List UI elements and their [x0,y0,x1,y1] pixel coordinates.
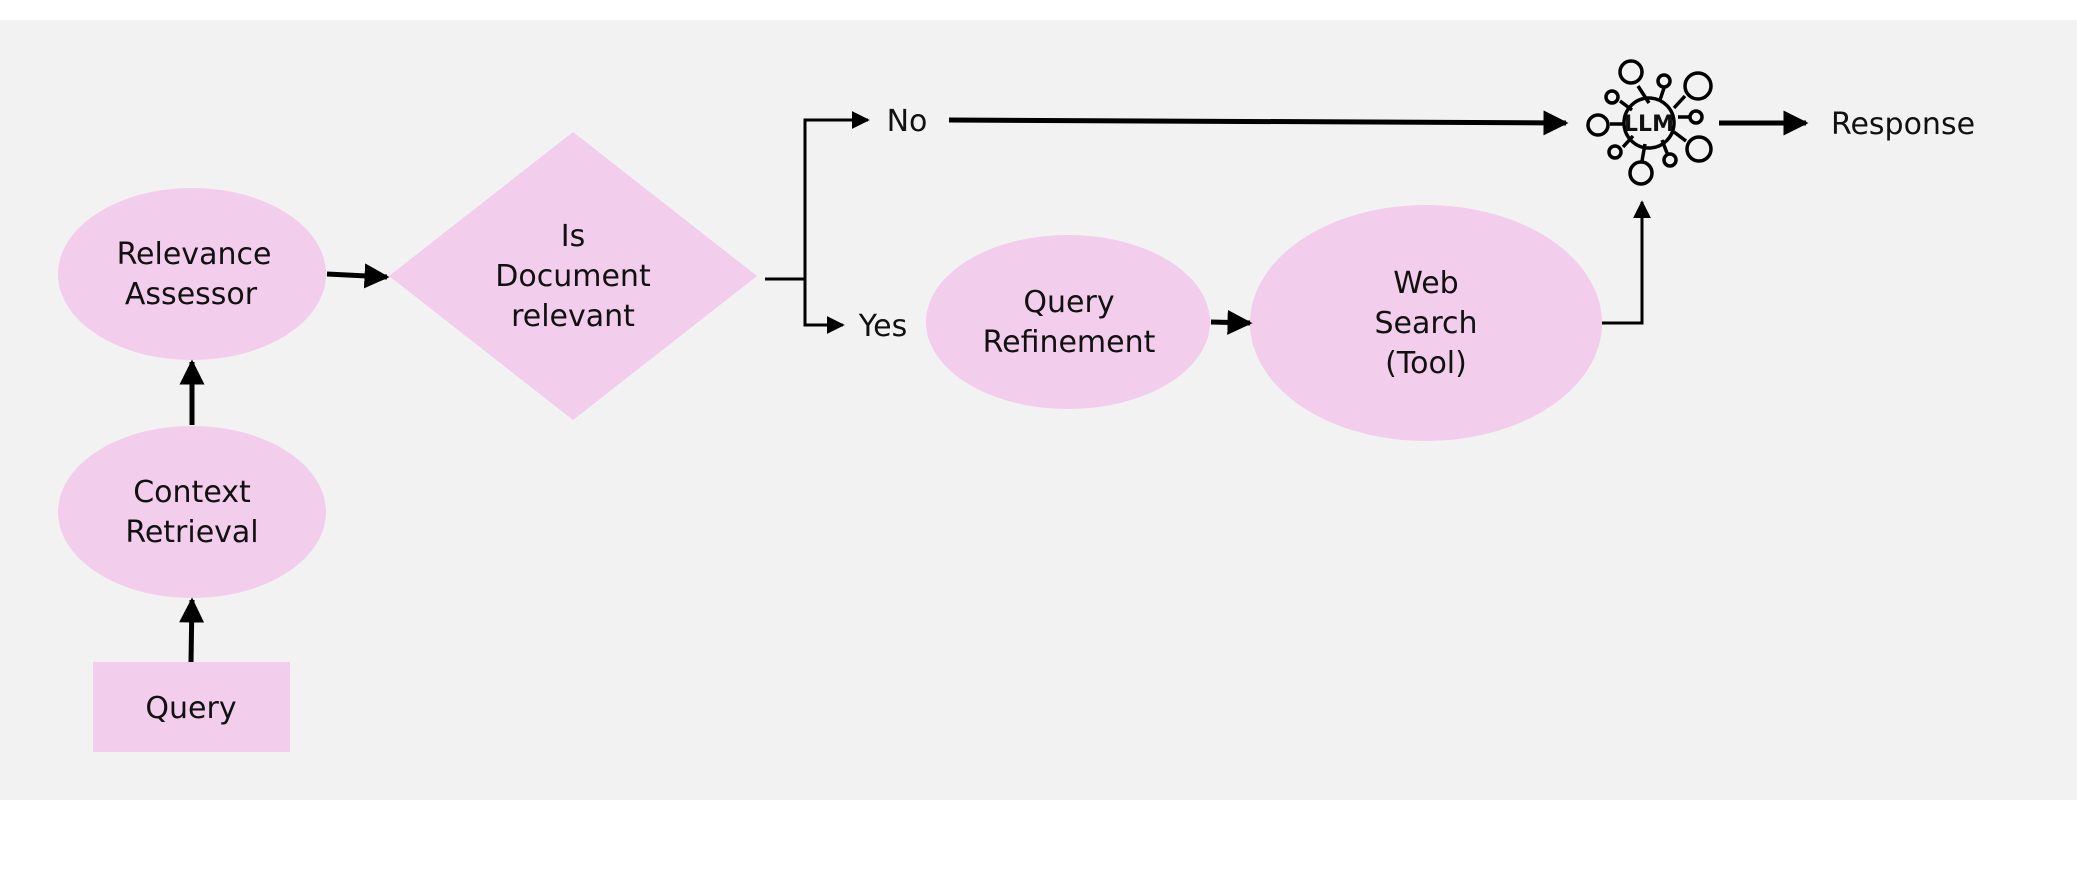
decision-node: Is Document relevant [389,132,757,420]
query-box [93,662,290,752]
query-refinement-label-line1: Query [1023,285,1114,320]
response-label: Response [1831,107,1975,142]
decision-label-line2: Document [495,259,651,294]
edge-relevance-to-decision [326,263,390,289]
decision-diamond [389,132,757,420]
web-search-node: Web Search (Tool) [1250,205,1602,441]
query-refinement-label-line2: Refinement [983,325,1156,360]
edges [179,110,1809,663]
llm-label: LLM [1624,112,1674,137]
query-refinement-ellipse [926,235,1210,409]
edge-decision-yes-branch [803,279,845,334]
context-retrieval-label-line1: Context [133,475,251,510]
web-search-label-line2: Search [1374,306,1477,341]
query-node: Query [93,662,290,752]
decision-label-line3: relevant [511,299,635,334]
llm-network-icon [1586,59,1713,186]
relevance-assessor-label-line1: Relevance [117,237,272,272]
context-retrieval-label-line2: Retrieval [125,515,258,550]
relevance-assessor-ellipse [58,188,326,360]
web-search-label-line1: Web [1393,266,1458,301]
yes-branch-label: Yes [858,309,907,344]
context-retrieval-ellipse [58,426,326,598]
web-search-label-line3: (Tool) [1385,346,1467,381]
query-refinement-node: Query Refinement [926,235,1210,409]
edge-refinement-to-websearch [1210,309,1253,335]
diagram-panel [0,20,2077,800]
decision-label-line1: Is [561,219,585,254]
web-search-ellipse [1250,205,1602,441]
edge-no-to-llm [948,110,1569,136]
relevance-assessor-label-line2: Assessor [125,277,258,312]
edge-query-to-context [179,597,205,663]
edge-websearch-to-llm [1602,200,1651,325]
query-label: Query [145,691,236,726]
no-branch-label: No [887,104,928,139]
relevance-assessor-node: Relevance Assessor [58,188,326,360]
edge-decision-no-branch [765,111,870,281]
context-retrieval-node: Context Retrieval [58,426,326,598]
